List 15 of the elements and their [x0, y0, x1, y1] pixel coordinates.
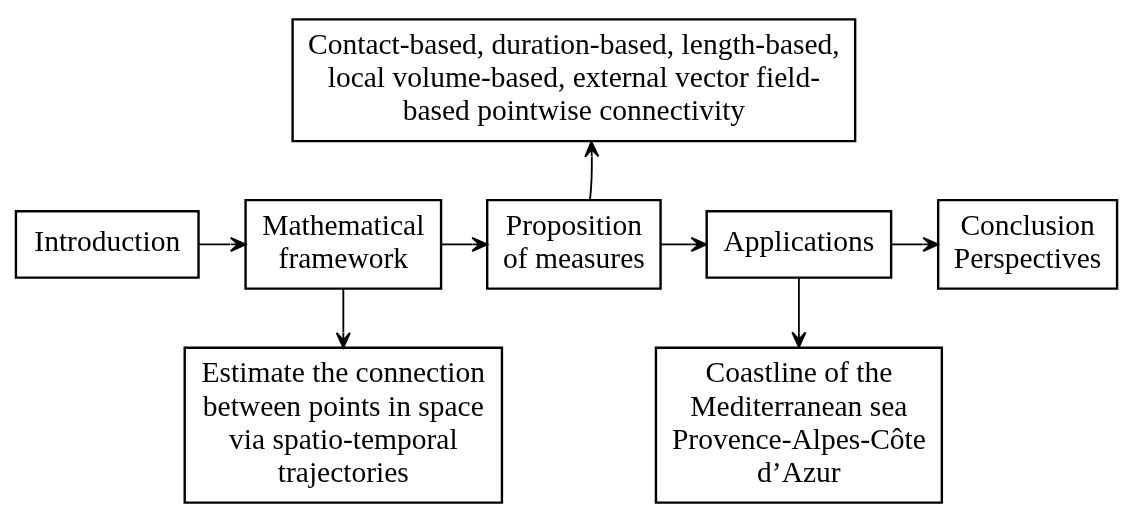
- node-box: Coastline of the Mediterranean sea Provence-Alpes-Côte d’Azur: [654, 346, 944, 504]
- arrow: [890, 236, 939, 252]
- arrow: [791, 276, 807, 348]
- arrow: [584, 140, 600, 201]
- arrow: [335, 287, 351, 349]
- node-box: Proposition of measures: [486, 198, 662, 290]
- node-box: Conclusion Perspectives: [936, 198, 1119, 290]
- arrow: [660, 236, 708, 252]
- node-box: Applications: [705, 209, 893, 279]
- node-box: Contact-based, duration-based, length-based, local volume-based, external vector field-based pointwise connectivity: [291, 17, 857, 142]
- node-box: Mathematical framework: [244, 198, 443, 290]
- arrow: [440, 236, 488, 252]
- arrow: [197, 236, 247, 252]
- node-box: Introduction: [14, 209, 200, 279]
- node-box: Estimate the connection between points in space via spatio-temporal trajectories: [183, 346, 504, 504]
